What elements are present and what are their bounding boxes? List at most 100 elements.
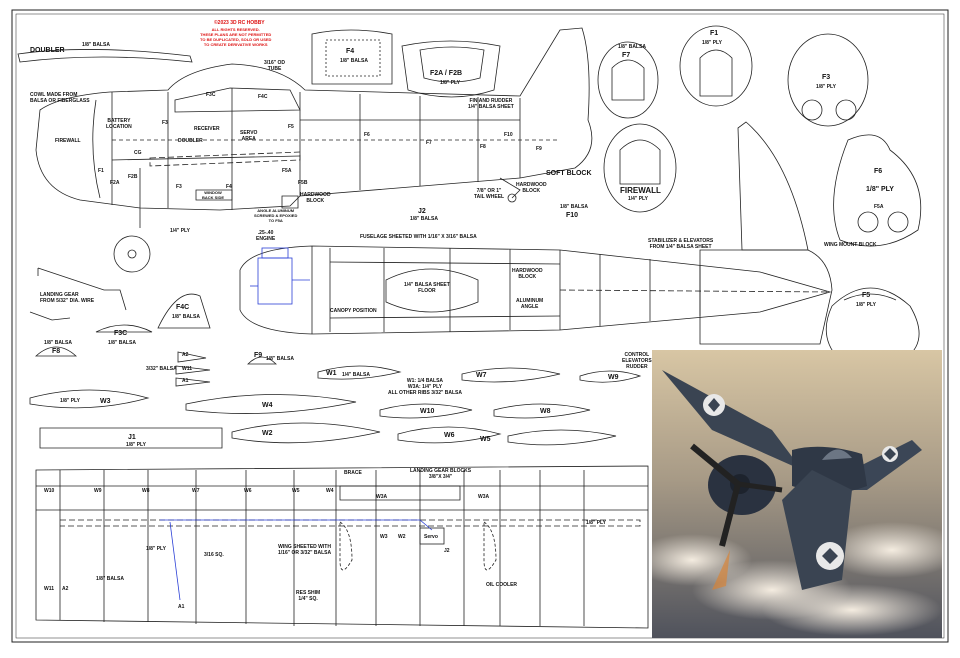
f10-side: F10 (504, 132, 513, 138)
rib-w2 (231, 422, 381, 444)
firewall-side-label: FIREWALL (55, 138, 81, 144)
tube-label: 3/16" OD TUBE (264, 60, 285, 72)
former-f9 (247, 356, 277, 365)
rib-w10-name: W10 (420, 408, 435, 415)
f3c-former-spec: 1/8" BALSA (108, 340, 136, 346)
horizontal-stabilizer (699, 249, 833, 345)
wing-ply-2: 1/8" PLY (586, 520, 606, 526)
former-f3c (95, 324, 153, 333)
rib-w8 (493, 403, 591, 419)
notice: ALL RIGHTS RESERVED. THESE PLANS ARE NOT… (200, 27, 272, 47)
former-f4c (157, 293, 211, 329)
rib-j1-spec: 1/8" PLY (126, 442, 146, 448)
wing-a1: A1 (178, 604, 185, 610)
rib-w4 (185, 394, 357, 414)
f1-former-spec: 1/8" PLY (702, 40, 722, 46)
vertical-stabilizer (737, 121, 809, 251)
rib-j1-name: J1 (128, 434, 136, 441)
wing-j2: J2 (444, 548, 450, 554)
tail-wheel-label: 7/8" OR 1" TAIL WHEEL (474, 188, 505, 200)
rib-w6 (397, 426, 502, 444)
rib-w3 (29, 389, 150, 409)
gear-label: LANDING GEAR FROM 5/32" DIA. WIRE (40, 292, 95, 304)
aileron-linkage (160, 519, 433, 601)
doubler-inner-label: DOUBLER (178, 138, 203, 144)
former-f7 (597, 41, 659, 119)
f5a-side: F5A (282, 168, 292, 174)
f10-former-name: F10 (566, 212, 579, 219)
landing-gear-wire (37, 267, 127, 311)
former-f5 (825, 287, 920, 359)
f3b-side: F3 (176, 184, 182, 190)
rib-w6-name: W6 (444, 432, 455, 439)
f6-side: F6 (364, 132, 370, 138)
former-f2 (401, 40, 501, 98)
wing-w3: W3 (380, 534, 388, 540)
f5-former-spec: 1/8" PLY (856, 302, 876, 308)
f9-side: F9 (536, 146, 542, 152)
servo-area-label: SERVO AREA (240, 130, 258, 142)
f6-former-name: F6 (874, 168, 883, 175)
f2-former-spec: 1/8" PLY (440, 80, 460, 86)
rib-w3-spec: 1/8" PLY (60, 398, 80, 404)
doubler-outline (17, 49, 193, 63)
f4c-side: F4C (258, 94, 268, 100)
wing-w8: W8 (142, 488, 150, 494)
f3-side: F3 (162, 120, 168, 126)
engine-outline (250, 247, 310, 305)
f2-former-name: F2A / F2B (430, 70, 463, 77)
former-f2-inner (419, 46, 485, 83)
rib-w7-name: W7 (476, 372, 487, 379)
f1-side: F1 (98, 168, 104, 174)
soft-block-label: SOFT BLOCK (546, 170, 592, 177)
floor-label: 1/4" BALSA SHEET FLOOR (404, 282, 450, 294)
w11-part: W11 (182, 366, 193, 372)
rib-w1-spec: 1/4" BALSA (342, 372, 370, 378)
f9-former-name: F9 (254, 352, 263, 359)
wing-w9: W9 (94, 488, 102, 494)
fighter-plane-photo (652, 350, 942, 638)
rib-w5 (507, 429, 617, 446)
former-f4 (311, 29, 393, 85)
hardwood-label-1: HARDWOOD BLOCK (300, 192, 331, 204)
former-f6 (833, 134, 922, 247)
f4c-former-name: F4C (176, 304, 190, 311)
wing-balsa: 1/8" BALSA (96, 576, 124, 582)
wing-w3a-right: W3A (478, 494, 490, 500)
f4c-former-spec: 1/8" BALSA (172, 314, 200, 320)
hardwood-label-2: HARDWOOD BLOCK (516, 182, 547, 194)
fuselage-side-view (35, 27, 593, 273)
f2a-side: F2A (110, 180, 120, 186)
top-hardwood-label: HARDWOOD BLOCK (512, 268, 543, 280)
wing-oil-cooler: OIL COOLER (486, 582, 518, 588)
wing-w6: W6 (244, 488, 252, 494)
fin-label: FIN AND RUDDER 1/4" BALSA SHEET (468, 98, 514, 110)
j2-former-spec: 1/8" BALSA (410, 216, 438, 222)
firewall-former-name: FIREWALL (620, 186, 661, 195)
f7-former-spec: 1/8" BALSA (618, 44, 646, 50)
f8-former-name: F8 (52, 348, 61, 355)
f3-former-name: F3 (822, 74, 831, 81)
rib-w1-name: W1 (326, 370, 337, 377)
wing-servo: Servo (424, 534, 438, 540)
former-f4-inner (325, 39, 381, 77)
wing-w11: W11 (44, 586, 55, 592)
stab-label: STABILIZER & ELEVATORS FROM 1/4" BALSA S… (648, 238, 714, 250)
rib-w1 (317, 365, 402, 380)
wing-sheeted: WING SHEETED WITH 1/16" OR 3/32" BALSA (278, 544, 332, 556)
rib-w5-name: W5 (480, 436, 491, 443)
wing-w7: W7 (192, 488, 200, 494)
rib-w10 (379, 403, 473, 419)
f7-side: F7 (426, 140, 432, 146)
f5-former-name: F5 (862, 292, 871, 299)
rib-j1 (39, 427, 223, 449)
doubler-spec: 1/8" BALSA (82, 42, 110, 48)
f3-former-spec: 1/8" PLY (816, 84, 836, 90)
rib-w4-name: W4 (262, 402, 273, 409)
former-firewall (603, 123, 677, 213)
wing-w3a-left: W3A (376, 494, 388, 500)
f7-former-name: F7 (622, 52, 631, 59)
aircraft-silhouette (662, 370, 922, 590)
cg-label: CG (134, 150, 142, 156)
